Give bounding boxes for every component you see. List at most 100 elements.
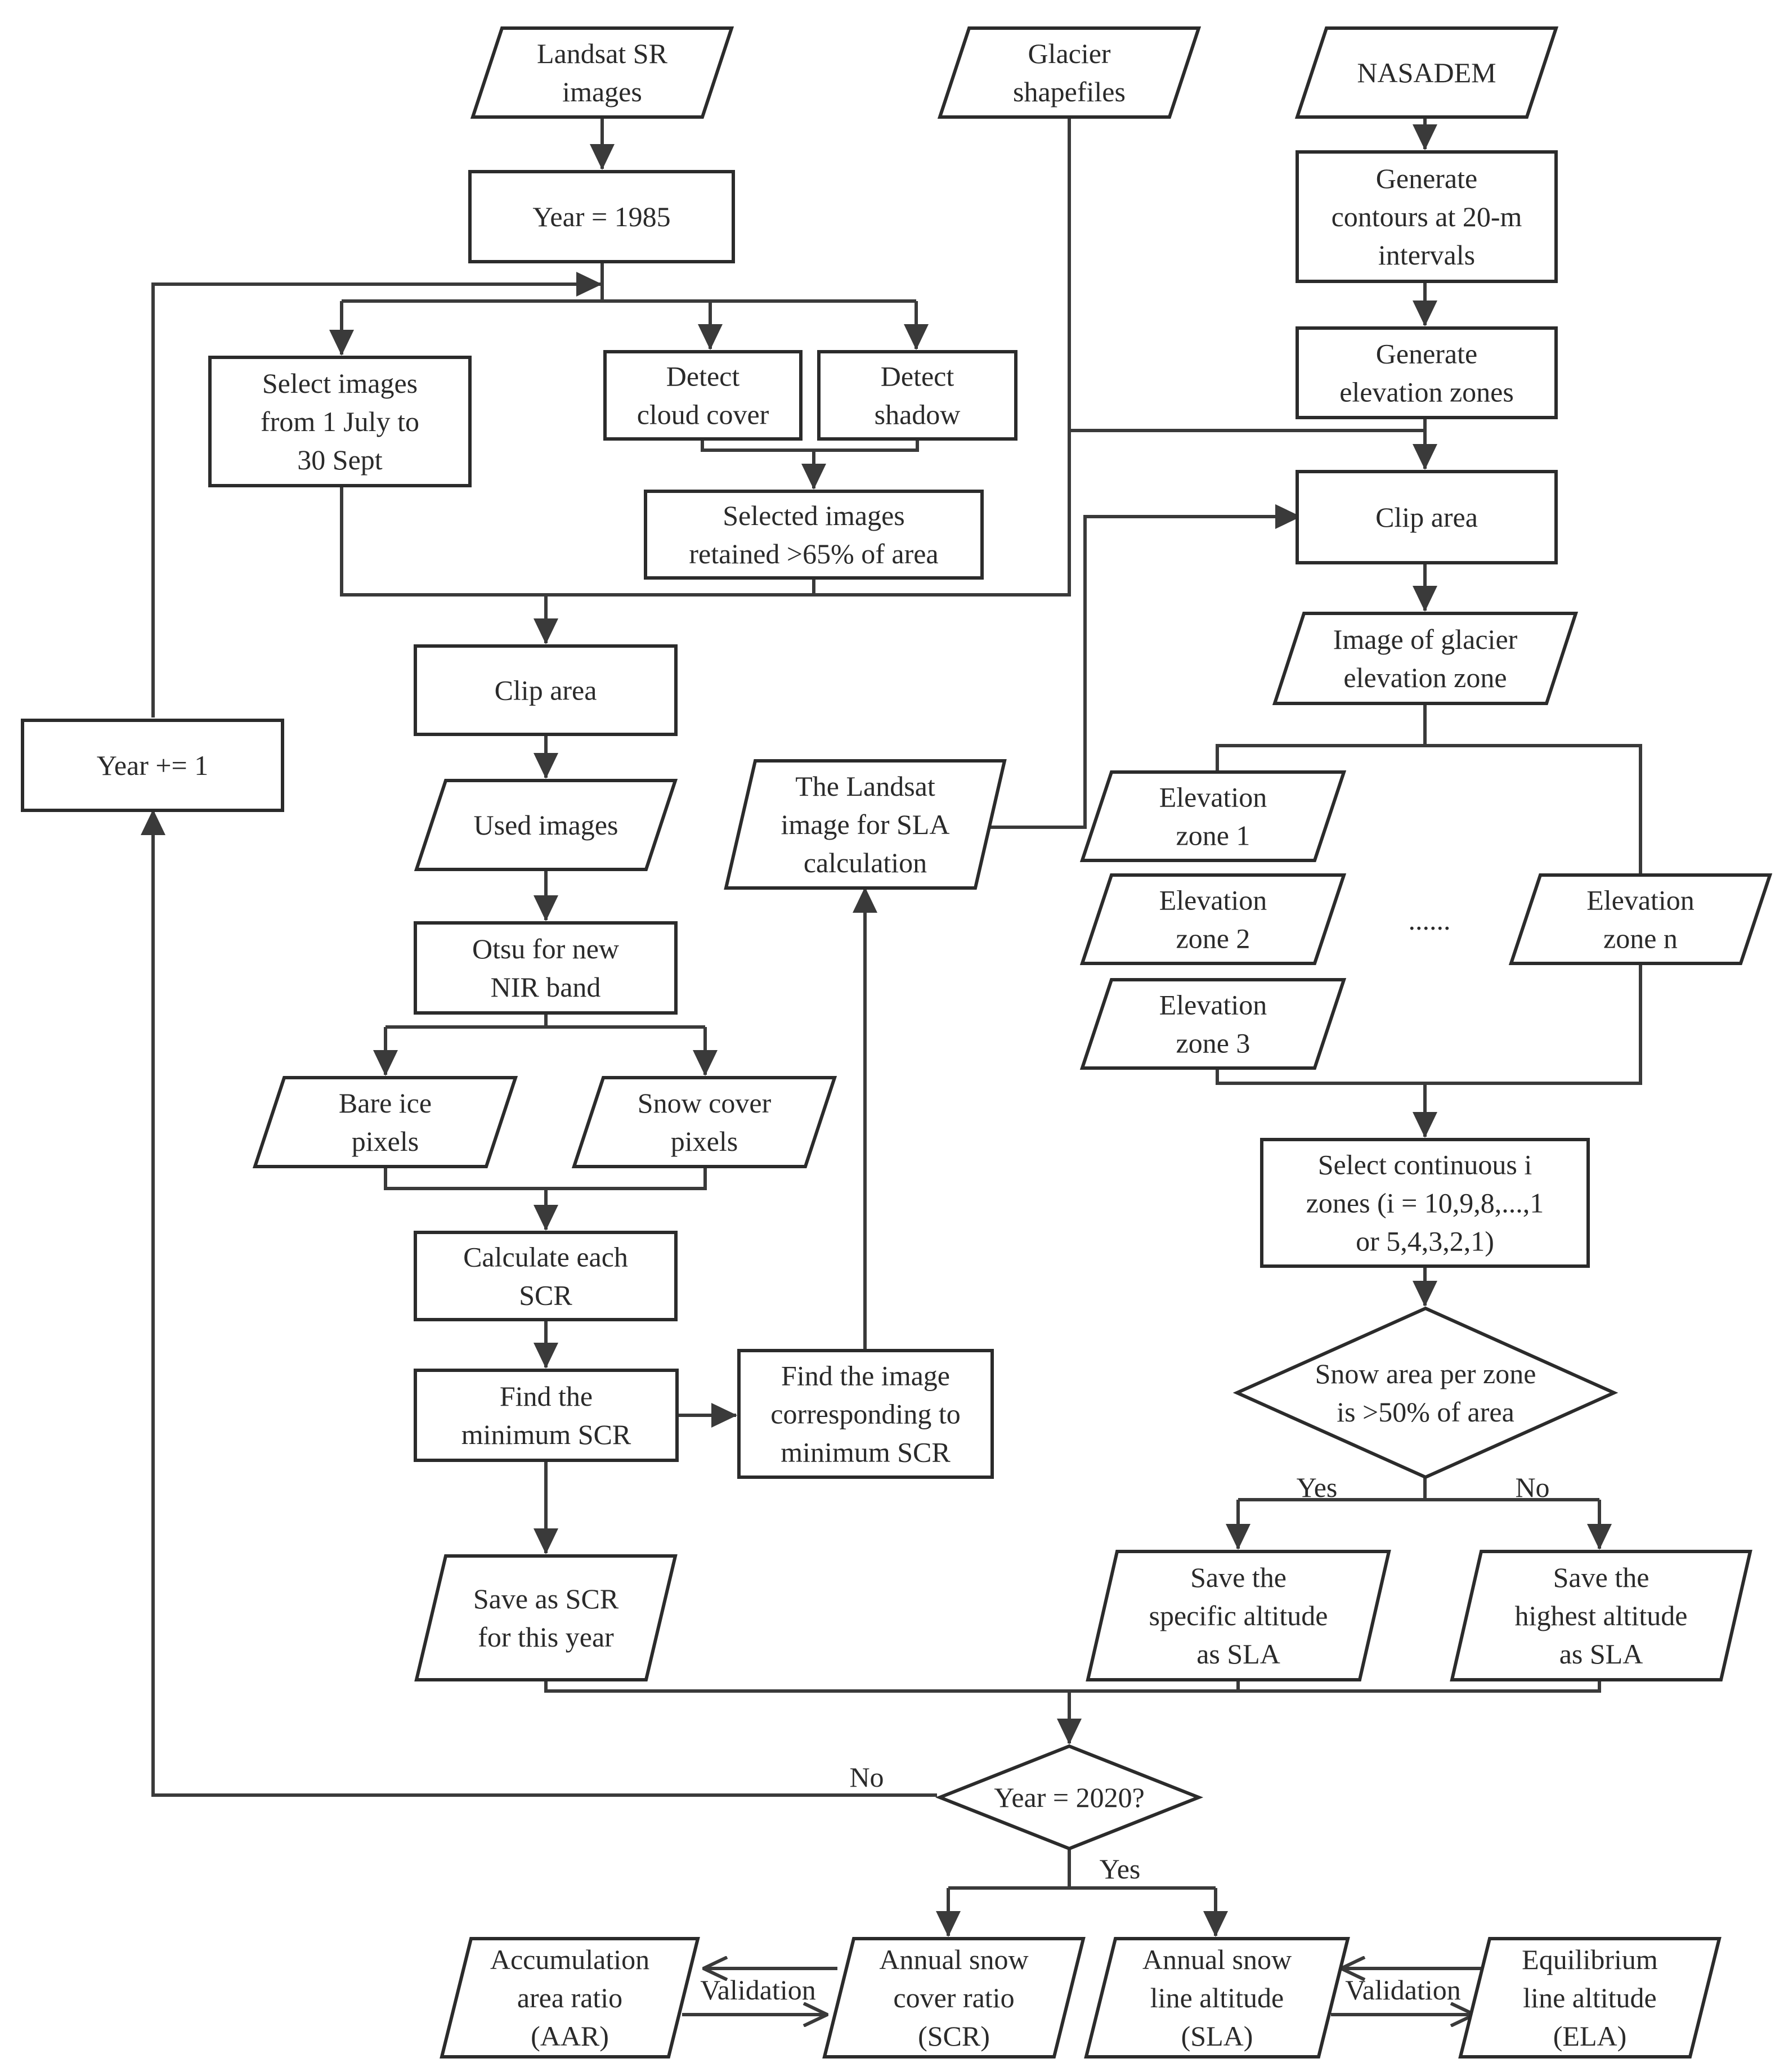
node-label-line: Used images <box>474 809 618 841</box>
node-label-line: minimum SCR <box>781 1437 951 1468</box>
node-label-line: is >50% of area <box>1337 1396 1514 1428</box>
node-label-line: Year = 2020? <box>994 1782 1145 1813</box>
node-shape <box>603 350 803 441</box>
node-bare-ice: Bare ice pixels <box>252 1076 518 1168</box>
node-shape <box>1260 1138 1590 1268</box>
node-label-line: zone 3 <box>1176 1028 1250 1059</box>
node-label-line: Save the <box>1553 1562 1649 1593</box>
node-label-line: NIR band <box>491 971 601 1003</box>
node-label-line: cloud cover <box>637 399 769 430</box>
node-zone-ellipsis: ...... <box>1409 904 1451 936</box>
node-generate-zones: Generate elevation zones <box>1296 326 1558 419</box>
node-label-line: for this year <box>478 1621 614 1653</box>
node-label-line: 30 Sept <box>297 444 383 476</box>
edge-sla-image-to-clip-right <box>988 504 1301 829</box>
node-shape <box>414 921 678 1015</box>
node-shape <box>644 490 984 580</box>
node-shape <box>1450 1550 1752 1681</box>
connectors <box>141 117 1642 2015</box>
node-label-line: Find the <box>500 1380 593 1412</box>
node-label-line: Otsu for new <box>472 933 619 965</box>
node-label-line: Save the <box>1190 1562 1287 1593</box>
node-shape <box>414 1554 678 1681</box>
node-shape <box>470 26 734 119</box>
node-shape <box>571 1076 837 1168</box>
node-label-line: line altitude <box>1150 1982 1284 2013</box>
node-label-line: zone n <box>1603 923 1678 954</box>
node-label-line: as SLA <box>1559 1638 1643 1670</box>
node-label-line: elevation zone <box>1343 662 1507 693</box>
node-zone-1: Elevation zone 1 <box>1079 770 1347 862</box>
node-label-line: Snow cover <box>638 1087 772 1119</box>
node-label-line: (SLA) <box>1181 2020 1253 2052</box>
node-label-line: as SLA <box>1196 1638 1280 1670</box>
node-label-line: specific altitude <box>1149 1600 1328 1631</box>
node-label-line: Detect <box>881 361 954 392</box>
edge-labels: Yes No No Yes Validation Validation <box>700 1472 1549 2006</box>
node-shape <box>817 350 1017 441</box>
node-shape <box>1079 978 1347 1070</box>
node-label-line: images <box>562 76 642 107</box>
node-label-line: Bare ice <box>339 1087 432 1119</box>
node-label-line: Glacier <box>1028 38 1110 69</box>
node-label-line: line altitude <box>1523 1982 1656 2013</box>
node-label-line: Generate <box>1376 338 1477 370</box>
node-year-check: Year = 2020? <box>935 1744 1204 1851</box>
node-label-line: zone 1 <box>1176 820 1250 851</box>
node-shape <box>937 26 1202 119</box>
node-label-line: Select images <box>262 367 418 399</box>
node-label-line: minimum SCR <box>461 1419 631 1450</box>
node-label-line: Elevation <box>1159 885 1267 916</box>
node-shape <box>440 1937 700 2058</box>
node-nasadem: NASADEM <box>1294 26 1559 119</box>
node-label-line: Select continuous i <box>1318 1149 1532 1181</box>
node-annual-sla: Annual snow line altitude (SLA) <box>1084 1937 1350 2058</box>
node-label-line: elevation zones <box>1339 376 1514 408</box>
node-label-line: Clip area <box>1375 501 1478 533</box>
node-shape <box>414 779 678 871</box>
node-shape <box>1296 470 1558 564</box>
node-save-scr: Save as SCR for this year <box>414 1554 678 1681</box>
node-label-line: (AAR) <box>531 2020 609 2052</box>
node-shape <box>414 1231 678 1321</box>
node-label-line: retained >65% of area <box>689 538 938 569</box>
node-shape <box>1458 1937 1722 2058</box>
node-shape <box>1079 873 1347 965</box>
node-label-line: cover ratio <box>893 1982 1014 2013</box>
node-shape <box>724 759 1007 890</box>
node-shape <box>1296 326 1558 419</box>
node-shape <box>1296 150 1558 283</box>
node-label-line: Accumulation <box>490 1944 649 1975</box>
node-shape <box>414 1369 679 1462</box>
node-shape <box>1079 770 1347 862</box>
node-label-line: Clip area <box>495 675 597 706</box>
node-label-line: (ELA) <box>1553 2020 1627 2052</box>
node-used-images: Used images <box>414 779 678 871</box>
node-label-line: pixels <box>352 1125 419 1157</box>
edge-year-inc-to-year <box>151 272 602 717</box>
node-label-line: Save as SCR <box>473 1583 619 1614</box>
edge-detect-merge <box>701 439 919 452</box>
node-label-line: contours at 20-m <box>1332 201 1522 232</box>
node-label-line: Elevation <box>1159 782 1267 813</box>
node-label-line: Snow area per zone <box>1315 1358 1536 1389</box>
node-shape <box>1086 1550 1391 1681</box>
node-label-line: Equilibrium <box>1522 1944 1658 1975</box>
node-year-increment: Year += 1 <box>21 719 284 812</box>
node-label-line: shapefiles <box>1013 76 1126 107</box>
node-snow-area-check: Snow area per zone is >50% of area <box>1232 1306 1619 1479</box>
node-year-init: Year = 1985 <box>468 170 735 263</box>
node-label-line: Annual snow <box>1142 1944 1292 1975</box>
